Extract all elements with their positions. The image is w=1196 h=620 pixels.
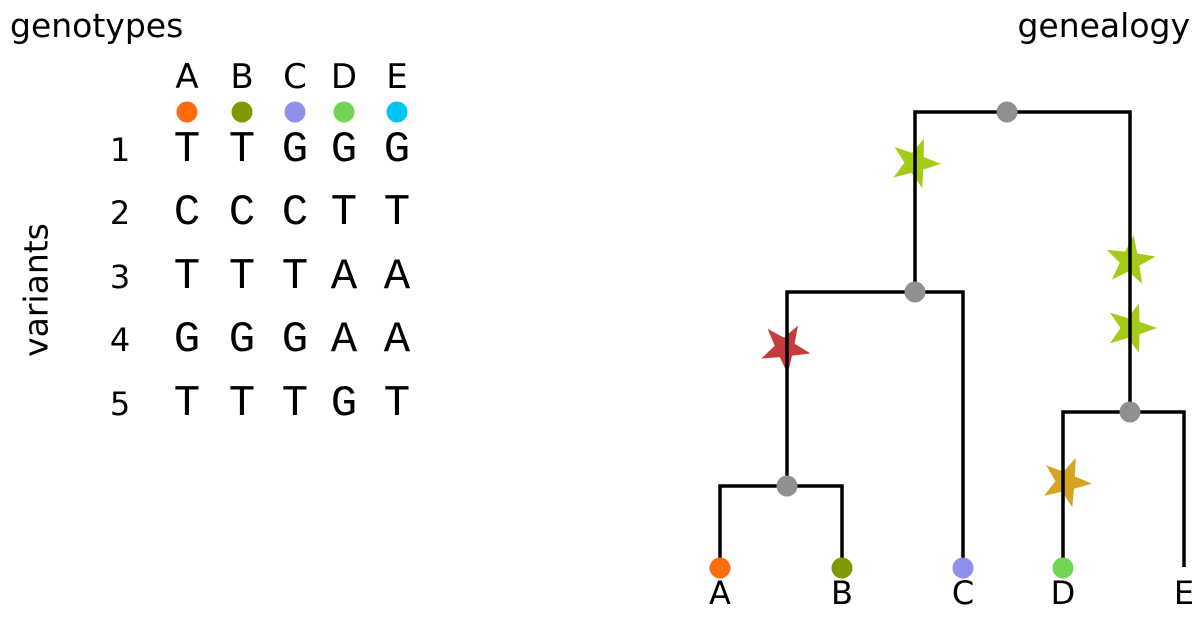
genotype-cell: T	[173, 125, 201, 175]
genotype-cell: G	[281, 315, 309, 365]
genotype-cell: T	[383, 188, 411, 238]
genotype-cell: C	[228, 188, 256, 238]
leaf-node-dot-b	[831, 557, 853, 579]
genotype-cell: T	[330, 188, 358, 238]
genotype-cell: T	[281, 379, 309, 429]
genotype-cell: G	[228, 315, 256, 365]
genotype-cell: G	[383, 125, 411, 175]
genotype-cell: T	[383, 379, 411, 429]
leaf-label-c: C	[952, 574, 974, 612]
tree-edge	[718, 484, 844, 558]
internal-node-dot	[904, 281, 926, 303]
variant-row-label: 3	[109, 258, 131, 296]
column-header-e: E	[386, 57, 408, 97]
genotype-cell: T	[228, 379, 256, 429]
genealogy-title: genealogy	[1017, 6, 1190, 45]
genotype-cell: T	[228, 125, 256, 175]
genotype-cell: T	[228, 252, 256, 302]
genotype-cell: A	[330, 315, 358, 365]
column-header-a: A	[175, 57, 199, 97]
tree-edge	[1061, 410, 1186, 567]
genotypes-title: genotypes	[10, 6, 184, 45]
genotype-cell: A	[383, 315, 411, 365]
column-header-d: D	[330, 57, 358, 97]
tree-edge	[913, 110, 1132, 412]
sample-color-dot-c	[284, 101, 306, 123]
leaf-label-b: B	[831, 574, 853, 612]
mutation-star	[1110, 303, 1157, 353]
leaf-node-dot-c	[952, 557, 974, 579]
sample-color-dot-a	[176, 101, 198, 123]
tree-edge	[785, 290, 965, 558]
variant-row-label: 1	[109, 131, 131, 169]
mutation-star	[1044, 457, 1092, 508]
leaf-label-d: D	[1051, 574, 1076, 612]
variant-row-label: 5	[109, 385, 131, 423]
genotype-cell: G	[173, 315, 201, 365]
genotype-cell: A	[383, 252, 411, 302]
leaf-label-a: A	[709, 574, 731, 612]
genotype-cell: C	[281, 188, 309, 238]
sample-color-dot-e	[386, 101, 408, 123]
mutation-star	[893, 138, 941, 188]
column-header-c: C	[283, 57, 307, 97]
internal-node-dot	[996, 101, 1018, 123]
leaf-label-e: E	[1174, 574, 1194, 612]
internal-node-dot	[1119, 401, 1141, 423]
genotype-cell: A	[330, 252, 358, 302]
sample-color-dot-d	[333, 101, 355, 123]
genotype-cell: G	[330, 125, 358, 175]
variant-row-label: 2	[109, 194, 131, 232]
leaf-node-dot-a	[709, 557, 731, 579]
variant-row-label: 4	[109, 321, 131, 359]
genotype-cell: T	[173, 379, 201, 429]
genotype-cell: G	[281, 125, 309, 175]
genotype-cell: G	[330, 379, 358, 429]
genotype-cell: T	[281, 252, 309, 302]
internal-node-dot	[776, 475, 798, 497]
genotype-cell: C	[173, 188, 201, 238]
sample-color-dot-b	[231, 101, 253, 123]
leaf-node-dot-d	[1052, 557, 1074, 579]
column-header-b: B	[230, 57, 254, 97]
genotype-cell: T	[173, 252, 201, 302]
